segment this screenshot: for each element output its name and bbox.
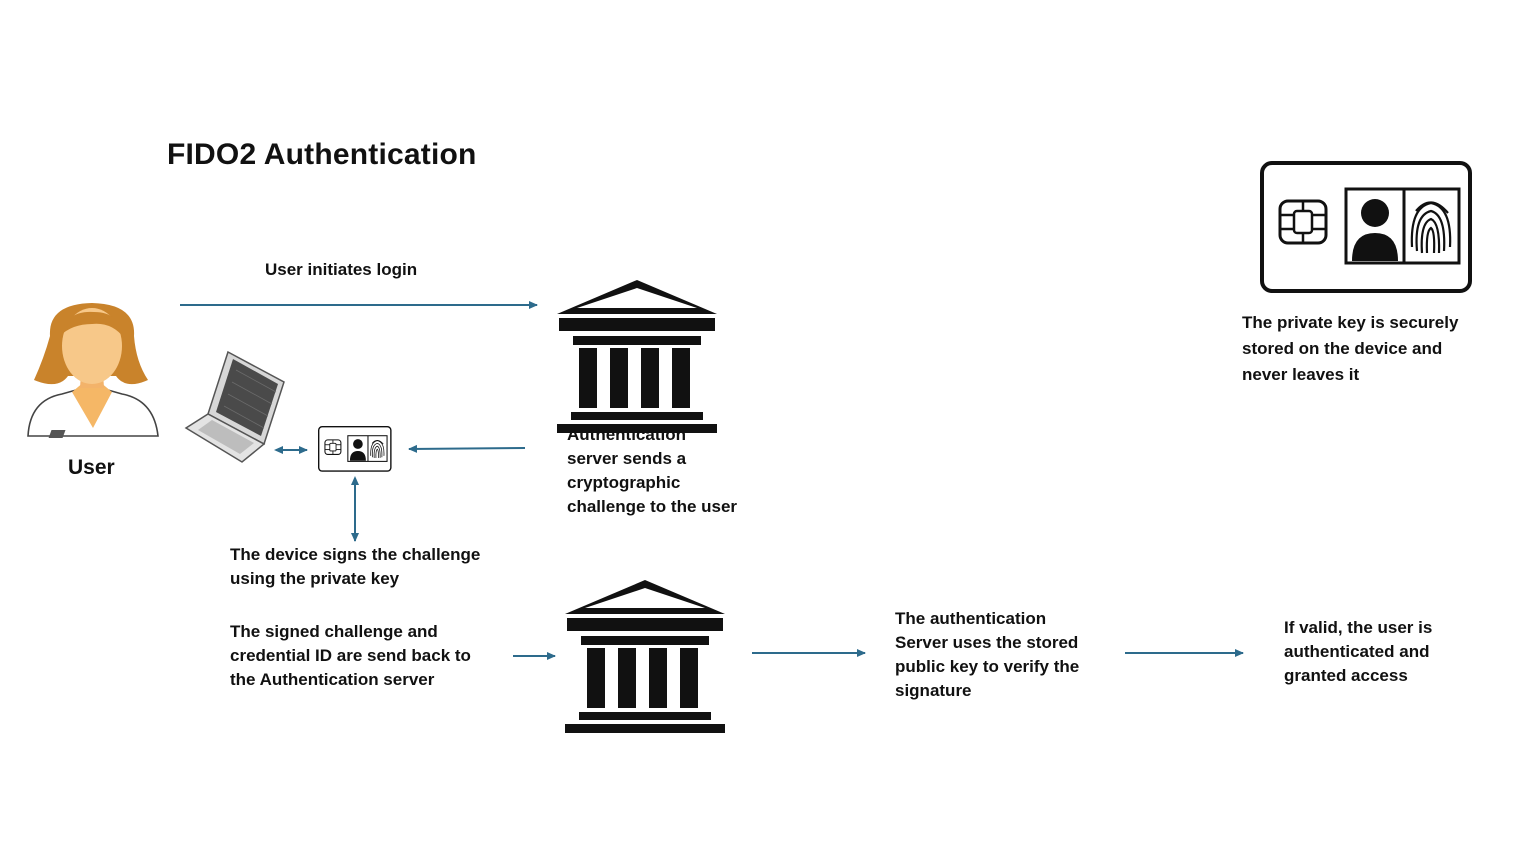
step-verify-line: public key to verify the bbox=[895, 657, 1080, 676]
step-send-back: The signed challenge and credential ID a… bbox=[230, 620, 471, 692]
step-result: If valid, the user is authenticated and … bbox=[1284, 616, 1432, 688]
user-avatar-icon bbox=[27, 303, 159, 437]
security-key-large-icon bbox=[1260, 161, 1472, 293]
step-challenge-line: challenge to the user bbox=[567, 497, 738, 516]
step-send-back-line: the Authentication server bbox=[230, 670, 435, 689]
private-key-note: The private key is securely stored on th… bbox=[1242, 310, 1458, 388]
authentication-server-icon-2 bbox=[565, 580, 725, 733]
private-key-note-line: stored on the device and bbox=[1242, 339, 1443, 358]
step-challenge-line: cryptographic bbox=[567, 473, 681, 492]
private-key-note-line: The private key is securely bbox=[1242, 313, 1459, 332]
step-result-line: authenticated and bbox=[1284, 642, 1430, 661]
step-send-back-line: The signed challenge and bbox=[230, 622, 438, 641]
page-title: FIDO2 Authentication bbox=[167, 138, 477, 171]
step-sign-line: The device signs the challenge bbox=[230, 545, 481, 564]
step-result-line: If valid, the user is bbox=[1284, 618, 1433, 637]
step-sign: The device signs the challenge using the… bbox=[230, 543, 480, 591]
step-send-back-line: credential ID are send back to bbox=[230, 646, 471, 665]
step-sign-line: using the private key bbox=[230, 569, 400, 588]
step-initiate-login: User initiates login bbox=[265, 260, 418, 279]
step-result-line: granted access bbox=[1284, 666, 1408, 685]
step-verify-line: Server uses the stored bbox=[895, 633, 1079, 652]
user-label: User bbox=[68, 456, 115, 479]
step-verify-line: signature bbox=[895, 681, 972, 700]
laptop-icon bbox=[48, 350, 285, 463]
step-challenge-line: server sends a bbox=[567, 449, 687, 468]
security-key-icon bbox=[318, 426, 392, 472]
authentication-server-icon bbox=[557, 280, 717, 433]
private-key-note-line: never leaves it bbox=[1242, 365, 1360, 384]
step-challenge: Authentication server sends a cryptograp… bbox=[567, 423, 737, 519]
step-challenge-line: Authentication bbox=[567, 425, 686, 444]
arrow-challenge bbox=[408, 444, 526, 453]
step-verify-line: The authentication bbox=[895, 609, 1047, 628]
step-verify: The authentication Server uses the store… bbox=[895, 607, 1079, 703]
